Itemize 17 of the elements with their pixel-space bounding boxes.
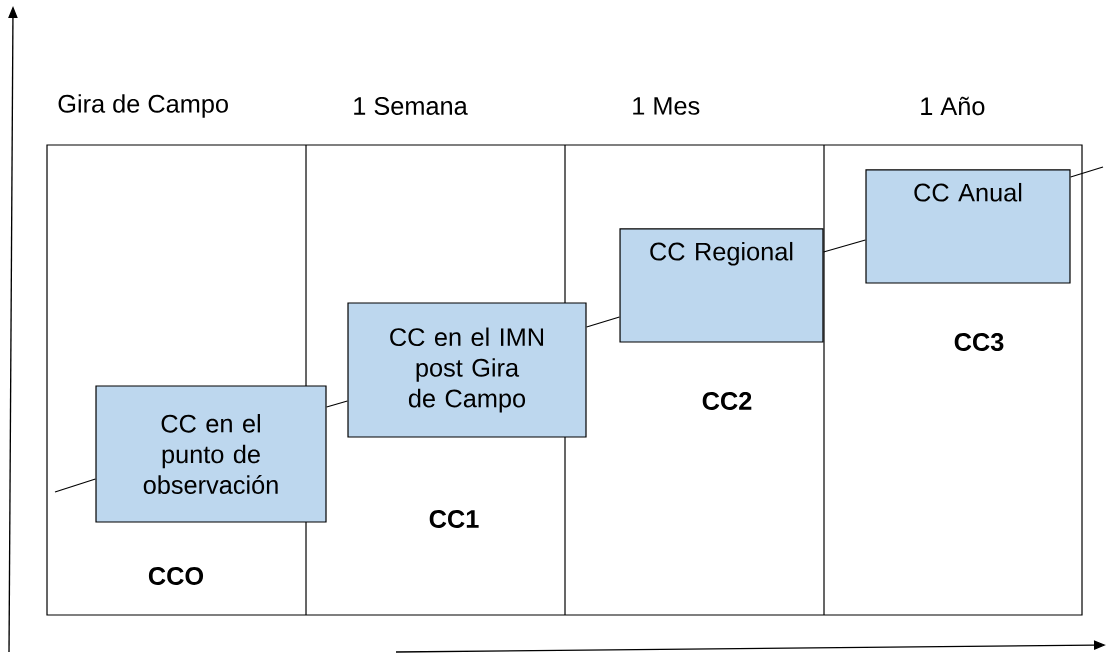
process-box: CC en el punto de observación xyxy=(95,385,327,523)
connector-line xyxy=(1070,166,1104,178)
stage-label: CCO xyxy=(148,567,204,585)
connector-line xyxy=(586,316,621,328)
column-heading: 1 Año xyxy=(921,96,985,116)
connector-line xyxy=(326,400,348,408)
connector-line xyxy=(54,478,96,493)
stage-label: CC2 xyxy=(702,392,752,410)
connector-line xyxy=(822,239,866,253)
stage-label: CC3 xyxy=(954,333,1004,351)
stage-label: CC1 xyxy=(429,510,479,528)
process-box: CC en el IMN post Gira de Campo xyxy=(347,302,587,438)
column-heading: 1 Mes xyxy=(633,97,700,115)
column-heading: Gira de Campo xyxy=(58,94,228,118)
process-box: CC Anual xyxy=(865,169,1071,284)
process-box: CC Regional xyxy=(619,228,824,343)
column-heading: 1 Semana xyxy=(354,97,468,115)
